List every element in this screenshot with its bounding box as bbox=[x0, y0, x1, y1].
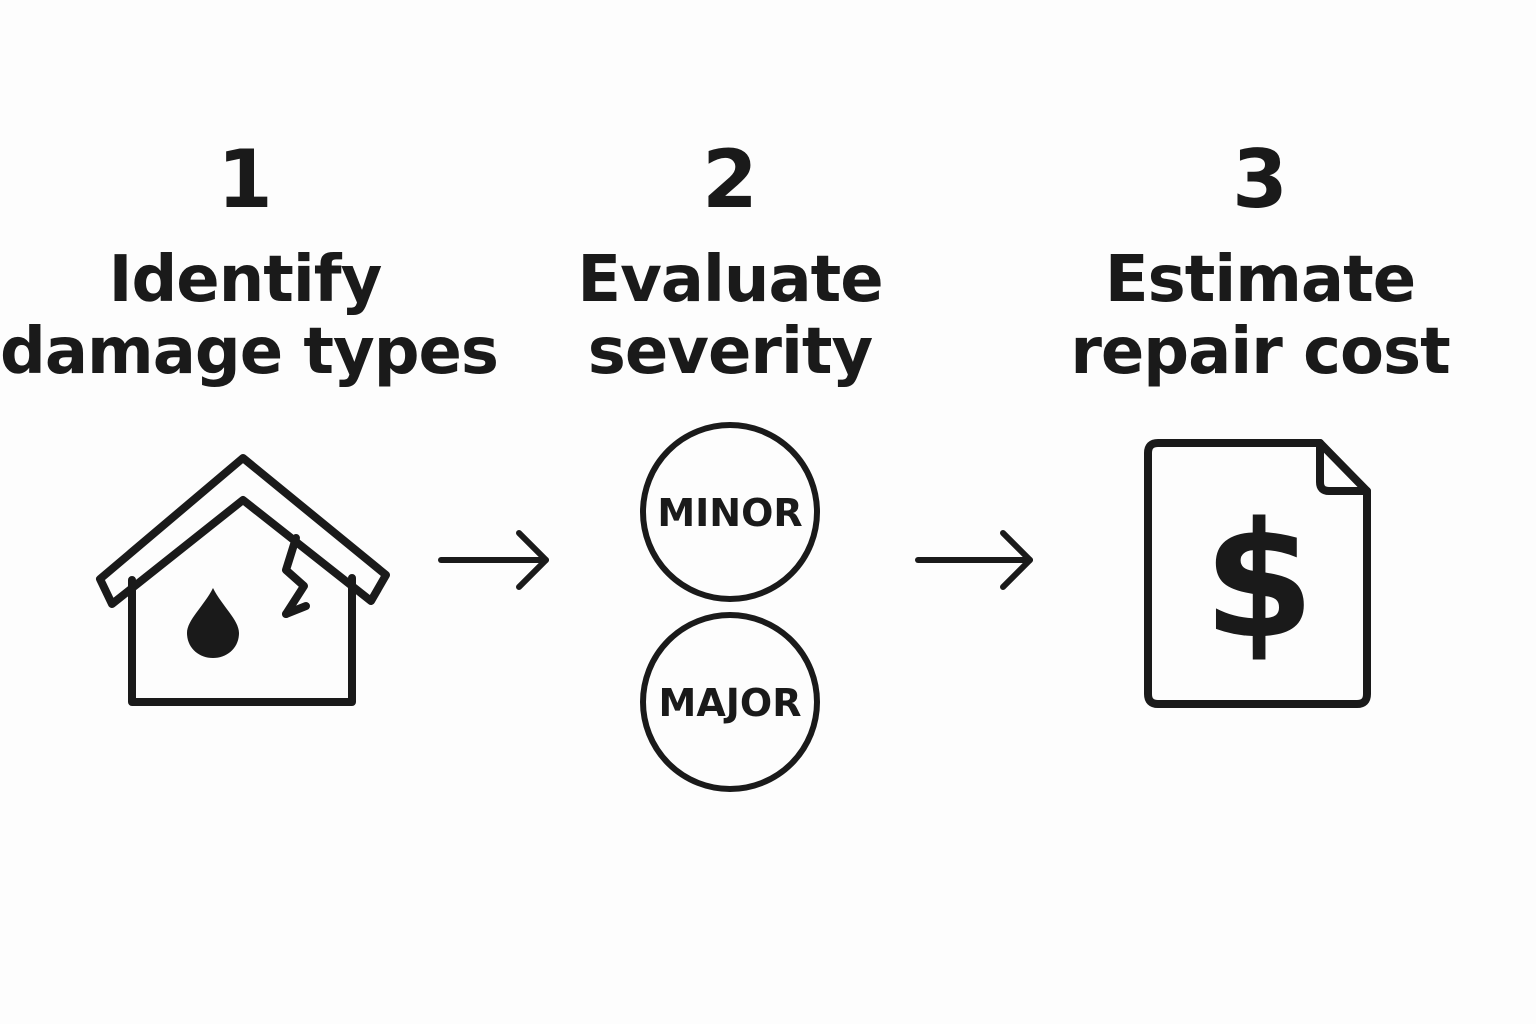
severity-circles: MINOR MAJOR bbox=[640, 422, 820, 792]
major-label: MAJOR bbox=[659, 681, 802, 725]
arrow-right-icon bbox=[915, 530, 1033, 590]
step-3-title-line2: repair cost bbox=[1070, 315, 1450, 389]
step-3-heading: 3 Estimate repair cost bbox=[1000, 133, 1520, 389]
step-2-number: 2 bbox=[702, 133, 758, 226]
step-2-title-line2: severity bbox=[587, 315, 873, 389]
arrow-right-icon bbox=[438, 530, 549, 590]
minor-circle bbox=[640, 422, 820, 602]
step-1-heading: 1 Identify damage types bbox=[0, 133, 499, 389]
step-1-title-line2: damage types bbox=[0, 315, 499, 389]
house-damage-icon bbox=[96, 454, 390, 706]
step-1-number: 1 bbox=[217, 133, 273, 226]
step-2-heading: 2 Evaluate severity bbox=[480, 133, 980, 389]
step-1-title-line1: Identify bbox=[108, 243, 383, 317]
invoice-document-icon bbox=[1144, 439, 1371, 708]
step-2-title-line1: Evaluate bbox=[577, 243, 883, 317]
step-3-number: 3 bbox=[1232, 133, 1288, 226]
step-3-title-line1: Estimate bbox=[1104, 243, 1416, 317]
major-circle bbox=[640, 612, 820, 792]
water-drop-icon bbox=[187, 588, 239, 658]
minor-label: MINOR bbox=[657, 491, 802, 535]
dollar-sign: $ bbox=[1203, 487, 1314, 674]
